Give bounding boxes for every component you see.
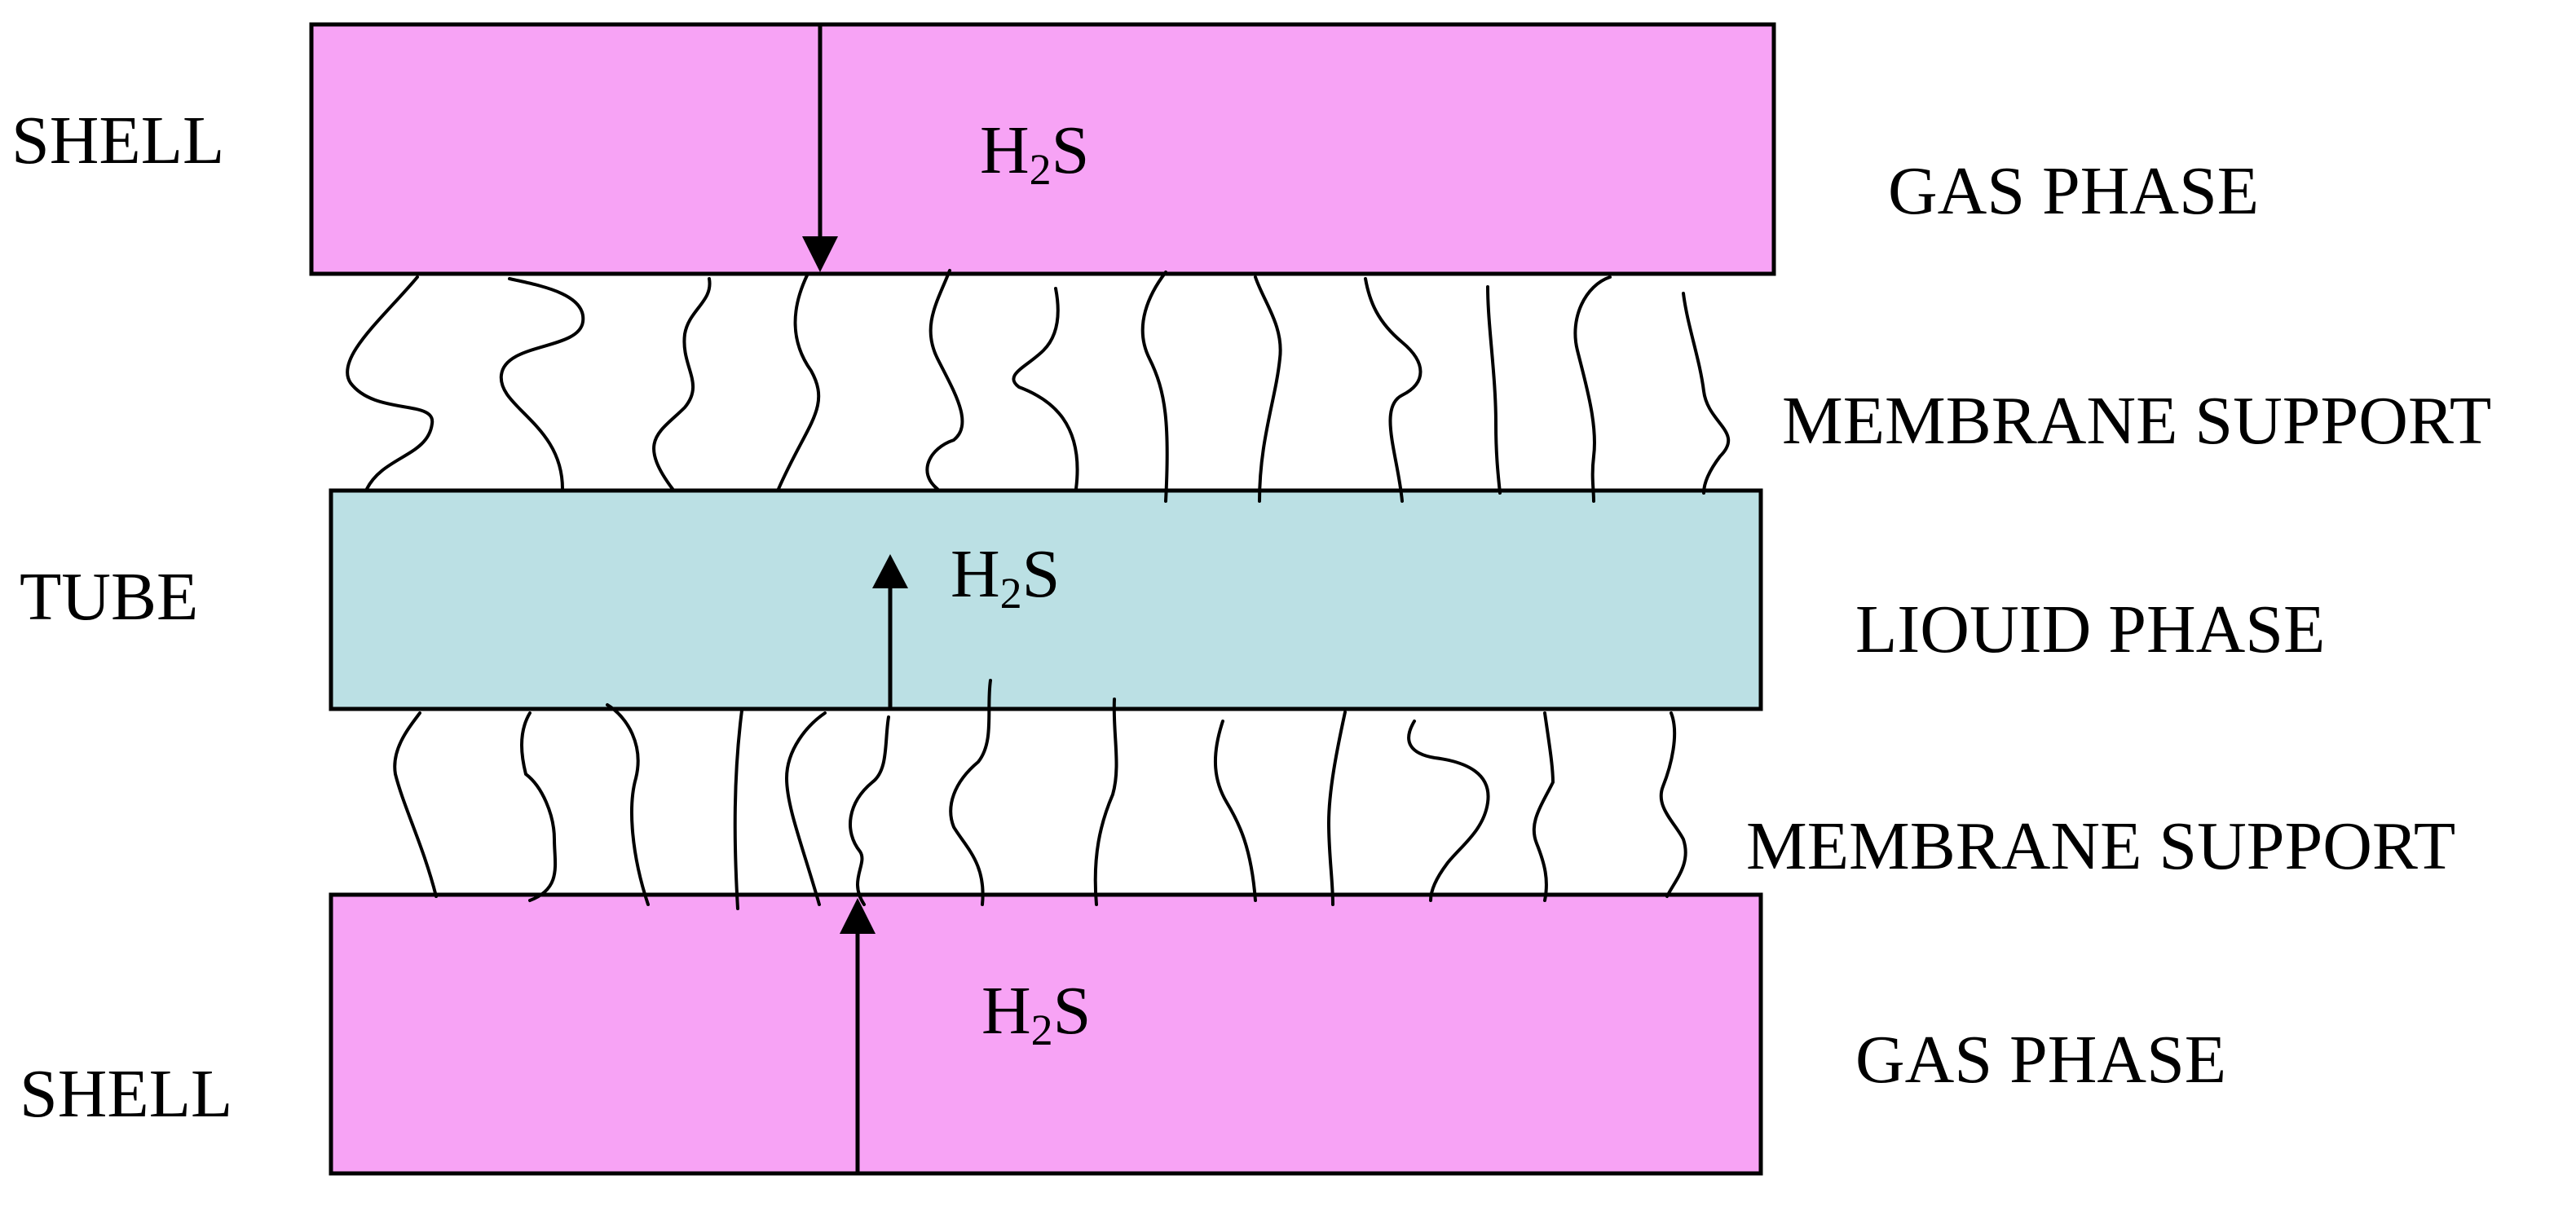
membrane-fibers-bottom xyxy=(393,679,1687,910)
gas-phase-bottom-box xyxy=(329,892,1763,1176)
fiber xyxy=(1682,292,1731,495)
fiber xyxy=(346,275,434,491)
fiber xyxy=(1532,711,1555,902)
fiber xyxy=(652,277,712,491)
fiber xyxy=(849,715,890,906)
fiber xyxy=(1486,285,1502,495)
label-membrane-support-bottom: MEMBRANE SUPPORT xyxy=(1746,808,2455,884)
species-label-top: H2S xyxy=(980,112,1089,194)
label-gas-phase-bottom: GAS PHASE xyxy=(1855,1022,2226,1098)
fiber xyxy=(1214,720,1257,902)
fiber xyxy=(499,277,585,491)
fiber xyxy=(1407,720,1490,902)
liquid-phase-box xyxy=(329,488,1763,711)
species-label-middle: H2S xyxy=(951,536,1060,618)
fiber xyxy=(606,703,650,906)
fiber xyxy=(1140,271,1169,503)
label-shell-top: SHELL xyxy=(11,103,224,178)
fiber xyxy=(784,711,827,906)
fiber xyxy=(393,711,438,898)
arrowhead-up-icon xyxy=(872,554,908,588)
label-shell-bottom: SHELL xyxy=(20,1056,232,1132)
membrane-fibers-top xyxy=(346,269,1731,503)
arrowhead-down-icon xyxy=(802,236,838,272)
fiber xyxy=(733,709,743,910)
label-gas-phase-top: GAS PHASE xyxy=(1888,153,2259,229)
fiber xyxy=(1326,711,1347,906)
fiber xyxy=(1254,275,1282,503)
label-liquid-phase: LIOUID PHASE xyxy=(1855,592,2325,667)
gas-phase-top-box xyxy=(309,22,1776,276)
fiber xyxy=(520,711,558,902)
fiber xyxy=(1093,698,1118,906)
h2s-flux-arrows xyxy=(802,24,908,1173)
fiber xyxy=(1659,711,1687,898)
fiber xyxy=(777,274,821,491)
fiber xyxy=(949,679,992,906)
fiber xyxy=(1364,277,1423,503)
label-membrane-support-top: MEMBRANE SUPPORT xyxy=(1782,383,2491,459)
fiber xyxy=(925,269,964,491)
arrowhead-up-icon xyxy=(840,898,876,934)
fiber xyxy=(1573,275,1612,503)
species-label-bottom: H2S xyxy=(981,973,1091,1054)
fiber xyxy=(1012,287,1079,491)
label-tube: TUBE xyxy=(20,559,198,635)
